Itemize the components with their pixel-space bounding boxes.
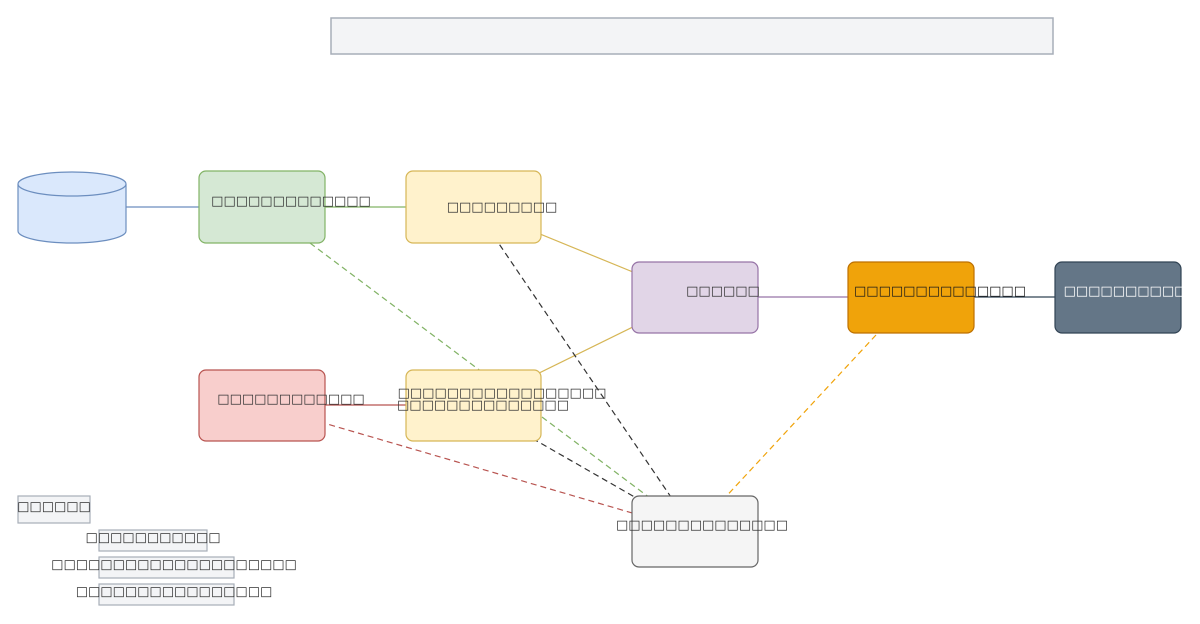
node-red-label: □□□□□□□□□□□□ [217,392,364,407]
legend: □□□□□□ □□□□□□□□□□□ □□□□□□□□□□□□□□□□□□□□ … [17,495,297,606]
node-red[interactable] [198,369,326,442]
legend-item: □□□□□□□□□□□□□□□□ [76,585,273,600]
legend-item: □□□□□□□□□□□□□□□□□□□□ [51,558,297,573]
edge-green-to-grey[interactable] [261,206,695,532]
node-green-label: □□□□□□□□□□□□□ [211,194,371,209]
legend-item: □□□□□□□□□□□ [85,531,220,546]
node-datastore[interactable] [17,171,127,244]
title-banner [330,17,1054,55]
node-grey-label: □□□□□□□□□□□□□□ [616,518,788,533]
node-grey[interactable] [631,495,759,568]
node-orange-label: □□□□□□□□□□□□□□ [854,284,1026,299]
node-slate[interactable] [1054,261,1182,334]
node-yellow-bottom-label-line2: □□□□□□□□□□□□□□ [397,398,569,413]
node-yellow-bottom-label-line1: □□□□□□□□□□□□□□□□□ [398,386,607,401]
node-yellow-top[interactable] [405,170,542,244]
legend-item-box [98,529,208,552]
cylinder-icon [17,171,127,197]
legend-item-box [98,556,235,579]
legend-header-box [17,495,91,524]
node-purple-label: □□□□□□ [686,284,760,299]
node-slate-label: □□□□□□□□□□ [1064,284,1187,299]
edge-grey-to-yellow-top[interactable] [473,206,695,532]
legend-item-box [98,583,235,606]
node-orange[interactable] [847,261,975,334]
legend-header: □□□□□□ [17,500,91,515]
node-yellow-bottom[interactable] [405,369,542,442]
node-green[interactable] [198,170,326,244]
node-purple[interactable] [631,261,759,334]
edges-layer [72,202,1119,533]
node-yellow-top-label: □□□□□□□□□ [447,200,558,215]
